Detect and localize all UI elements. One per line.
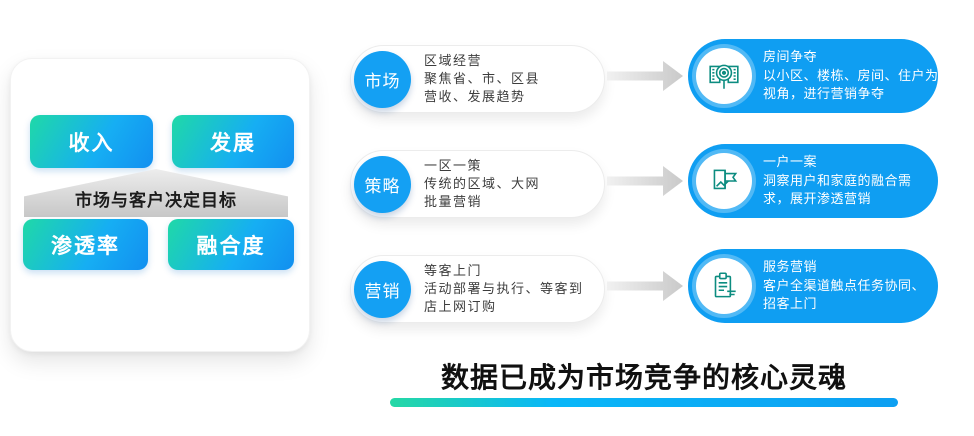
- pill-line: 传统的区域、大网: [424, 176, 541, 191]
- flow-row-strategy: 策略 一区一策 传统的区域、大网 批量营销: [0, 144, 974, 218]
- icon-circle: [696, 48, 752, 104]
- pill-market: 市场 区域经营 聚焦省、市、区县 营收、发展趋势: [350, 45, 605, 113]
- result-box-one-household: 一户一案 洞察用户和家庭的融合需 求，展开渗透营销: [688, 144, 938, 218]
- goal-chip-fusion-degree: 融合度: [168, 219, 294, 270]
- flag-document-icon: [713, 169, 738, 190]
- result-line: 服务营销: [763, 259, 818, 275]
- result-line: 视角，进行营销争夺: [763, 86, 885, 102]
- pill-text-market: 区域经营 聚焦省、市、区县 营收、发展趋势: [424, 52, 540, 106]
- icon-circle: [696, 153, 752, 209]
- pill-line: 等客上门: [424, 263, 483, 278]
- goal-chip-penetration-rate: 渗透率: [23, 219, 148, 270]
- flow-row-market: 市场 区域经营 聚焦省、市、区县 营收、发展趋势: [0, 39, 974, 113]
- result-line: 求，展开渗透营销: [763, 191, 872, 207]
- goal-chip-development: 发展: [172, 115, 294, 168]
- headline-underline-bar: [390, 398, 898, 407]
- flow-row-marketing: 营销 等客上门 活动部署与执行、等客到 店上网订购: [0, 249, 974, 323]
- pill-line: 活动部署与执行、等客到: [424, 281, 584, 296]
- headline-title: 数据已成为市场竞争的核心灵魂: [440, 362, 847, 393]
- result-line: 客户全渠道触点任务协同、: [763, 277, 926, 293]
- tag-circle-strategy: 策略: [354, 155, 411, 213]
- pill-text-marketing: 等客上门 活动部署与执行、等客到 店上网订购: [424, 262, 584, 316]
- right-arrow-icon: [607, 61, 683, 91]
- pill-text-strategy: 一区一策 传统的区域、大网 批量营销: [424, 157, 540, 211]
- pill-line: 一区一策: [424, 158, 483, 173]
- clipboard-list-icon: [714, 272, 736, 298]
- pill-strategy: 策略 一区一策 传统的区域、大网 批量营销: [350, 150, 605, 218]
- icon-circle: [696, 258, 752, 314]
- right-arrow-icon: [607, 166, 683, 196]
- result-line: 洞察用户和家庭的融合需: [763, 172, 912, 188]
- result-text: 服务营销 客户全渠道触点任务协同、 招客上门: [763, 258, 925, 314]
- result-line: 以小区、楼栋、房间、住户为: [763, 67, 939, 83]
- pill-line: 营收、发展趋势: [424, 89, 526, 104]
- building-search-icon: [709, 64, 739, 89]
- result-line: 招客上门: [763, 296, 818, 312]
- result-text: 一户一案 洞察用户和家庭的融合需 求，展开渗透营销: [763, 153, 912, 209]
- pill-marketing: 营销 等客上门 活动部署与执行、等客到 店上网订购: [350, 255, 605, 323]
- pill-line: 区域经营: [424, 53, 483, 68]
- result-line: 房间争夺: [763, 49, 818, 65]
- tag-circle-market: 市场: [354, 50, 411, 108]
- tag-circle-marketing: 营销: [354, 260, 411, 318]
- result-line: 一户一案: [763, 154, 818, 170]
- result-text: 房间争夺 以小区、楼栋、房间、住户为 视角，进行营销争夺: [763, 48, 939, 104]
- goal-chip-income: 收入: [30, 115, 153, 168]
- goals-banner-label: 市场与客户决定目标: [75, 191, 237, 210]
- pill-line: 聚焦省、市、区县: [424, 71, 541, 86]
- right-arrow-icon: [607, 271, 683, 301]
- goals-card: 收入 发展 市场与客户决定目标 渗透率 融合度: [10, 58, 310, 352]
- pill-line: 批量营销: [424, 194, 483, 209]
- result-box-room-competition: 房间争夺 以小区、楼栋、房间、住户为 视角，进行营销争夺: [688, 39, 938, 113]
- result-box-service-marketing: 服务营销 客户全渠道触点任务协同、 招客上门: [688, 249, 938, 323]
- pill-line: 店上网订购: [424, 299, 497, 314]
